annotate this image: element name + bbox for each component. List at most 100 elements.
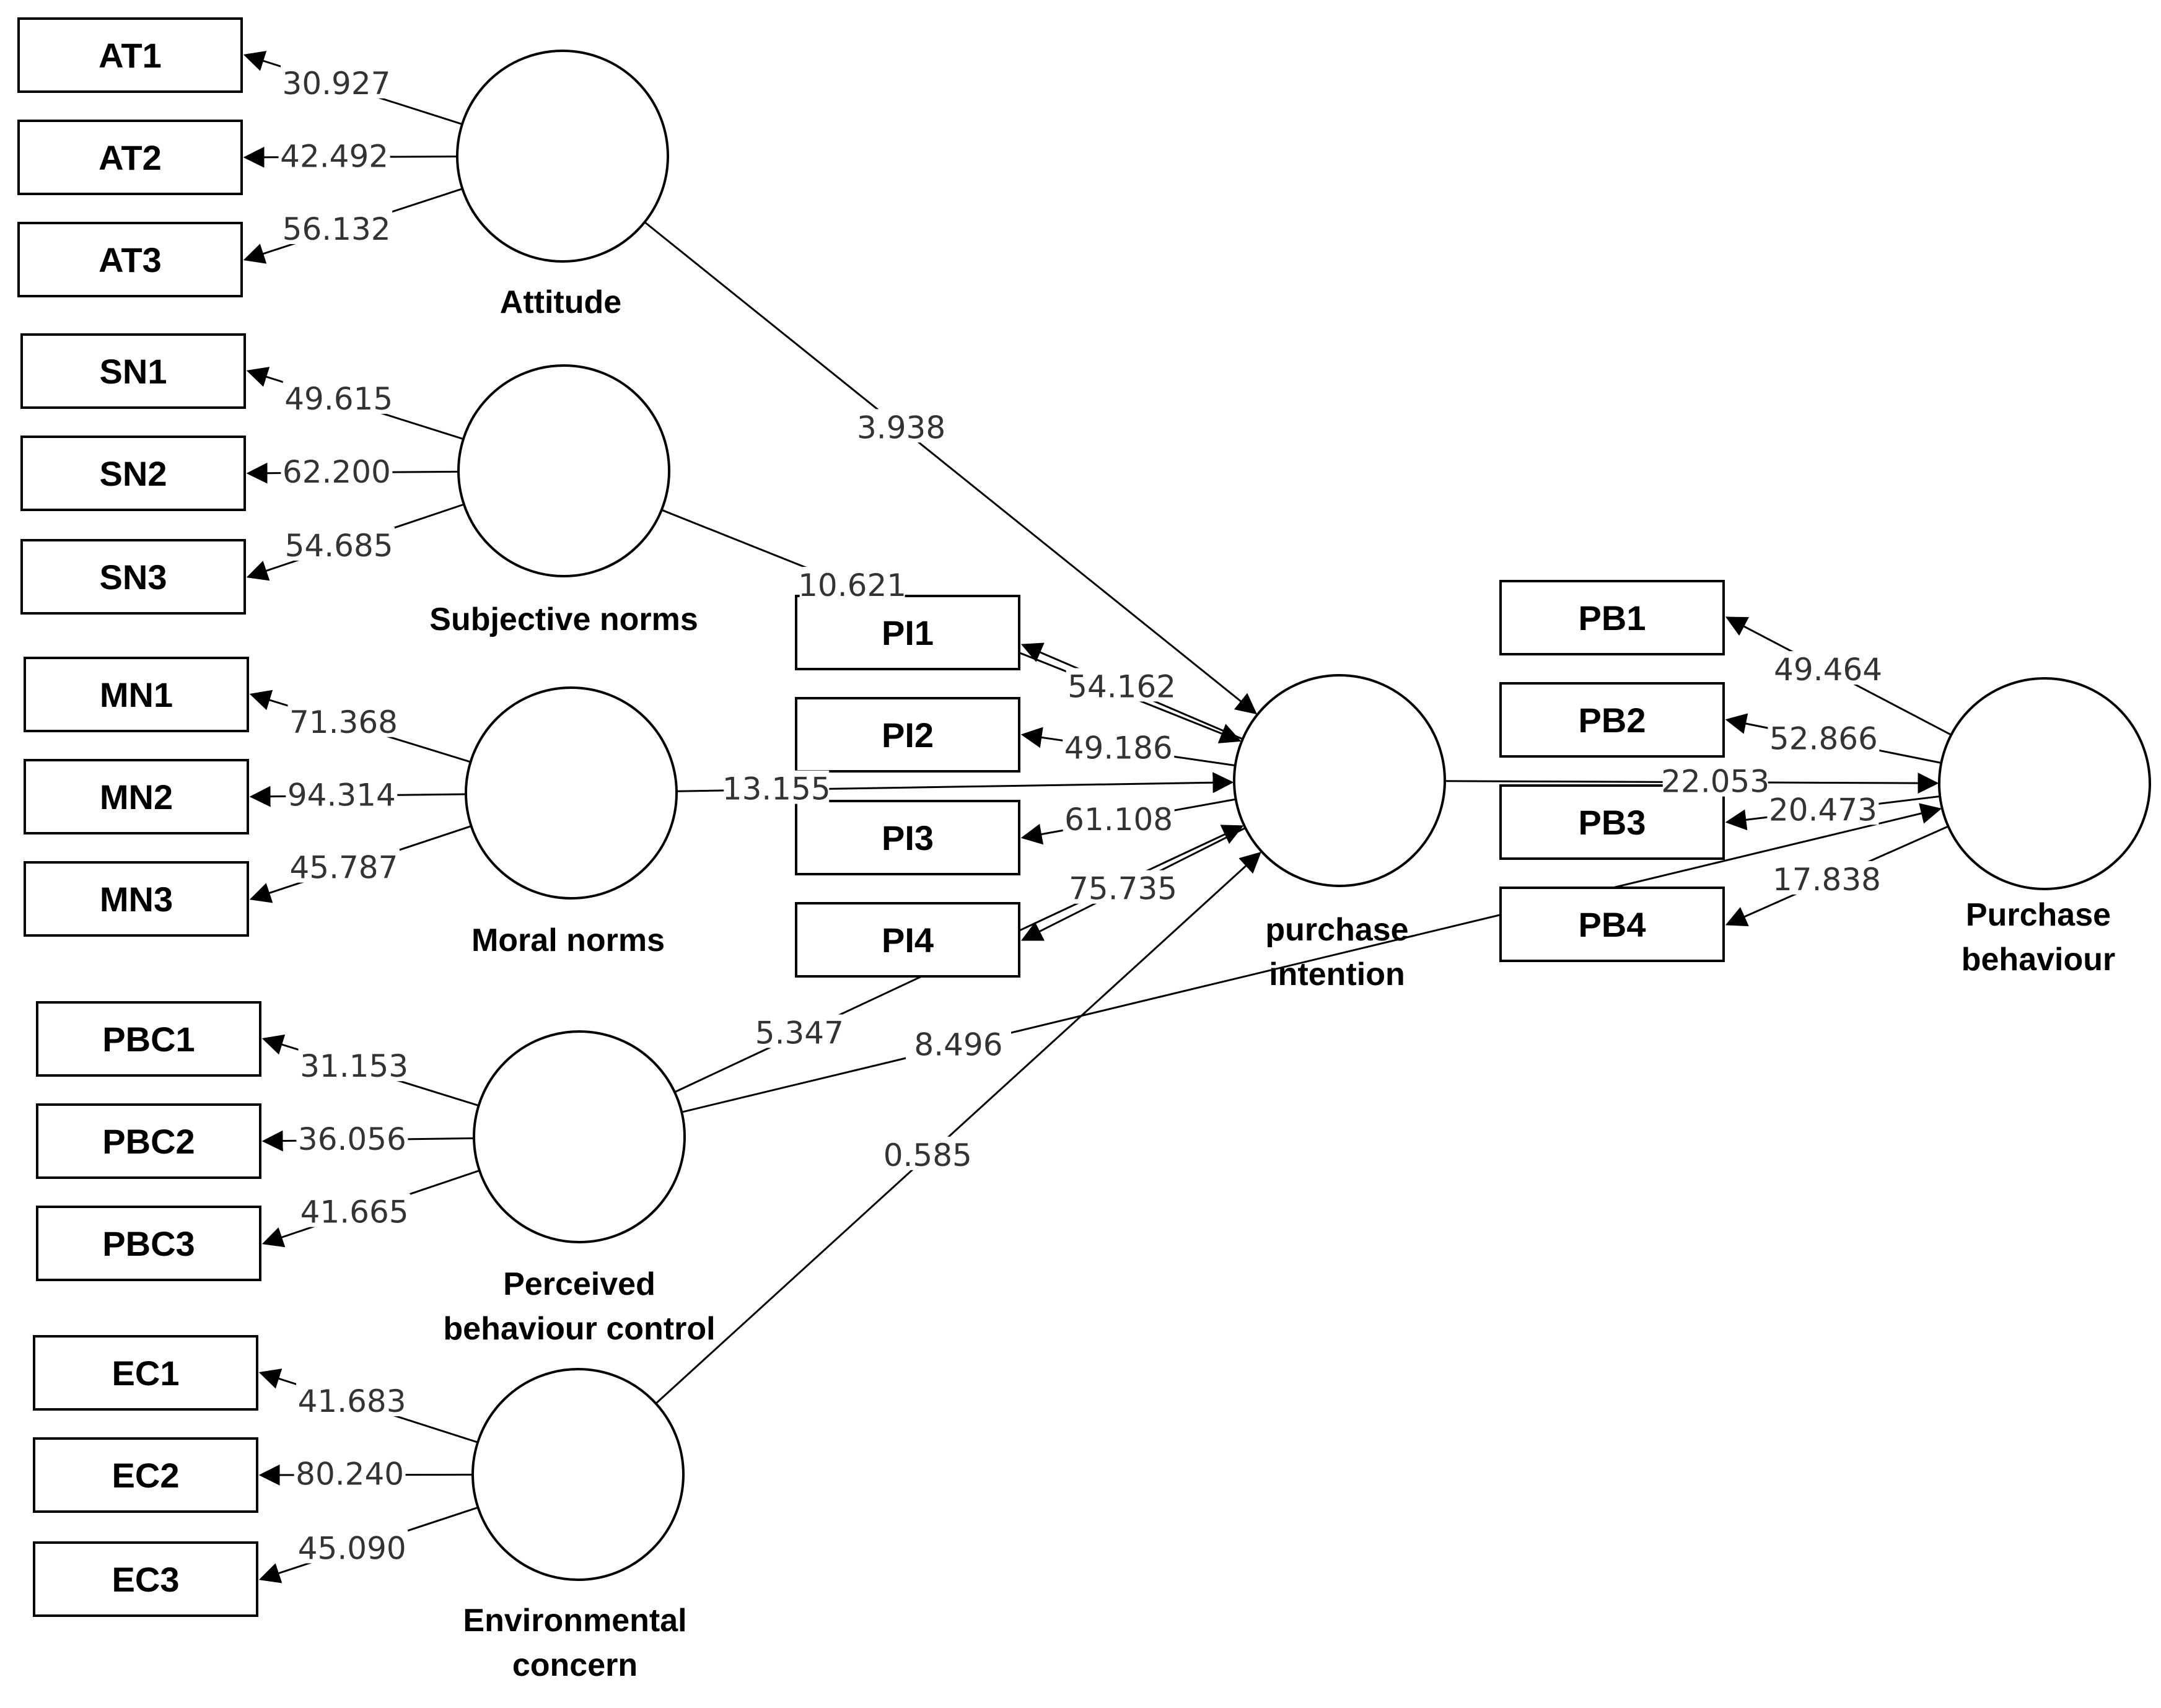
indicator-label-pb1: PB1 bbox=[1579, 598, 1646, 637]
loading-label-bg bbox=[281, 211, 393, 245]
loading-value-at1: 30.927 bbox=[283, 66, 391, 102]
latent-perceived-behaviour-control[interactable] bbox=[473, 1030, 686, 1243]
latent-moral-norms[interactable] bbox=[465, 686, 678, 900]
latent-label-environmental-concern: Environmental bbox=[463, 1603, 686, 1639]
indicator-sn3[interactable]: SN3 bbox=[20, 539, 246, 615]
indicator-label-sn2: SN2 bbox=[100, 454, 167, 493]
indicator-ec1[interactable]: EC1 bbox=[33, 1335, 258, 1411]
latent-purchase-behaviour[interactable] bbox=[1938, 677, 2151, 890]
indicator-label-sn3: SN3 bbox=[100, 558, 167, 597]
path-label-bg bbox=[724, 770, 830, 804]
indicator-box bbox=[17, 17, 243, 93]
latent-circle bbox=[456, 50, 669, 263]
latent-label-attitude: Attitude bbox=[500, 284, 621, 320]
indicator-label-ec1: EC1 bbox=[112, 1354, 180, 1393]
loading-label-bg bbox=[298, 1048, 410, 1082]
indicator-label-at2: AT2 bbox=[99, 138, 162, 177]
latent-circle bbox=[457, 364, 670, 577]
indicator-pi3[interactable]: PI3 bbox=[795, 800, 1020, 875]
indicator-pi4[interactable]: PI4 bbox=[795, 902, 1020, 978]
loading-label-bg bbox=[1067, 870, 1179, 904]
indicator-box bbox=[33, 1437, 258, 1513]
indicator-box bbox=[36, 1001, 261, 1077]
loading-label-bg bbox=[299, 1193, 411, 1227]
indicator-ec2[interactable]: EC2 bbox=[33, 1437, 258, 1513]
latent-circle bbox=[1938, 677, 2151, 890]
indicator-pb3[interactable]: PB3 bbox=[1499, 784, 1725, 860]
indicator-box bbox=[20, 333, 246, 409]
loading-value-pi3: 61.108 bbox=[1064, 802, 1173, 838]
loading-value-at3: 56.132 bbox=[283, 211, 391, 247]
indicator-sn1[interactable]: SN1 bbox=[20, 333, 246, 409]
indicator-pbc2[interactable]: PBC2 bbox=[36, 1103, 261, 1179]
loading-label-bg bbox=[287, 849, 400, 883]
loading-value-ec2: 80.240 bbox=[296, 1456, 404, 1492]
path-arrow bbox=[655, 851, 1261, 1404]
indicator-box bbox=[17, 222, 243, 297]
loading-label-bg bbox=[296, 1383, 408, 1417]
indicator-box bbox=[20, 539, 246, 615]
indicator-pb1[interactable]: PB1 bbox=[1499, 580, 1725, 655]
indicator-mn1[interactable]: MN1 bbox=[24, 657, 249, 732]
indicator-box bbox=[36, 1103, 261, 1179]
indicator-label-at1: AT1 bbox=[99, 36, 162, 75]
loading-label-bg bbox=[1063, 729, 1175, 763]
indicator-mn3[interactable]: MN3 bbox=[24, 861, 249, 937]
loading-label-bg bbox=[286, 776, 398, 810]
latent-purchase-intention[interactable] bbox=[1233, 674, 1446, 887]
indicator-label-sn1: SN1 bbox=[100, 352, 167, 391]
indicator-pbc3[interactable]: PBC3 bbox=[36, 1206, 261, 1281]
indicator-label-ec3: EC3 bbox=[112, 1560, 180, 1599]
loading-label-bg bbox=[1767, 791, 1879, 825]
indicator-label-pi2: PI2 bbox=[882, 716, 934, 755]
loading-value-mn3: 45.787 bbox=[289, 850, 398, 886]
loading-label-bg bbox=[1063, 801, 1175, 835]
indicator-label-pbc1: PBC1 bbox=[102, 1020, 195, 1059]
loading-value-pb2: 52.866 bbox=[1769, 720, 1878, 756]
indicator-label-mn1: MN1 bbox=[100, 675, 173, 714]
indicator-pbc1[interactable]: PBC1 bbox=[36, 1001, 261, 1077]
indicator-box bbox=[17, 120, 243, 195]
latent-attitude[interactable] bbox=[456, 50, 669, 263]
loading-value-mn1: 71.368 bbox=[289, 704, 398, 740]
loading-label-bg bbox=[281, 453, 393, 487]
indicator-box bbox=[795, 595, 1020, 670]
indicator-ec3[interactable]: EC3 bbox=[33, 1541, 258, 1617]
loading-label-bg bbox=[1768, 720, 1880, 754]
latent-label-purchase-intention: purchase bbox=[1265, 912, 1408, 948]
path-edge-attitude-to-purchase-intention bbox=[644, 221, 1258, 715]
loading-value-sn1: 49.615 bbox=[284, 381, 393, 417]
loading-label-bg bbox=[278, 138, 390, 172]
loading-value-pb3: 20.473 bbox=[1769, 792, 1877, 828]
indicator-mn2[interactable]: MN2 bbox=[24, 759, 249, 834]
indicator-pi1[interactable]: PI1 bbox=[795, 595, 1020, 670]
loading-value-pi2: 49.186 bbox=[1064, 730, 1173, 766]
coefficient-labels-layer: 30.92742.49256.13249.61562.20054.68571.3… bbox=[278, 64, 2115, 1683]
path-edge-environmental-concern-to-purchase-intention bbox=[655, 851, 1261, 1404]
loading-value-pbc2: 36.056 bbox=[298, 1121, 406, 1157]
indicator-at2[interactable]: AT2 bbox=[17, 120, 243, 195]
latent-environmental-concern[interactable] bbox=[471, 1368, 685, 1581]
loading-label-bg bbox=[294, 1455, 406, 1489]
latent-circle bbox=[473, 1030, 686, 1243]
indicator-box bbox=[33, 1335, 258, 1411]
indicator-at1[interactable]: AT1 bbox=[17, 17, 243, 93]
path-value-attitude-to-purchase-intention: 3.938 bbox=[857, 409, 945, 445]
indicator-box bbox=[24, 657, 249, 732]
latent-subjective-norms[interactable] bbox=[457, 364, 670, 577]
indicator-pi2[interactable]: PI2 bbox=[795, 697, 1020, 773]
indicator-pb4[interactable]: PB4 bbox=[1499, 887, 1725, 962]
indicator-label-pb4: PB4 bbox=[1579, 905, 1646, 944]
loading-value-ec1: 41.683 bbox=[298, 1383, 406, 1419]
loading-label-bg bbox=[296, 1530, 408, 1564]
indicator-sn2[interactable]: SN2 bbox=[20, 436, 246, 511]
loading-label-bg bbox=[1066, 668, 1178, 702]
path-value-purchase-intention-to-purchase-behaviour: 22.053 bbox=[1661, 764, 1769, 800]
loading-label-bg bbox=[287, 703, 400, 737]
loading-label-bg bbox=[283, 527, 395, 561]
indicator-at3[interactable]: AT3 bbox=[17, 222, 243, 297]
path-label-bg bbox=[1662, 763, 1768, 797]
indicator-box bbox=[795, 800, 1020, 875]
indicator-pb2[interactable]: PB2 bbox=[1499, 682, 1725, 758]
loading-value-sn2: 62.200 bbox=[283, 454, 391, 490]
